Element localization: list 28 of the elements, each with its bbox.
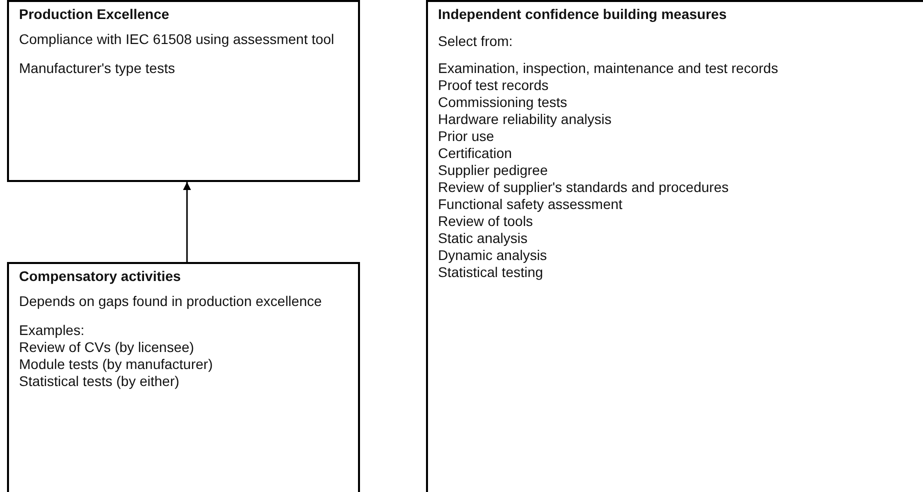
box-text: Statistical testing	[438, 264, 544, 281]
box-text: Supplier pedigree	[438, 162, 549, 179]
text-box	[426, 0, 923, 492]
box-text: Statistical tests (by either)	[19, 373, 180, 390]
box-text: Prior use	[438, 128, 496, 145]
box-text: Review of supplier's standards and procedures	[438, 179, 730, 196]
text-box	[7, 0, 360, 182]
box-text: Hardware reliability analysis	[438, 111, 613, 128]
box-text: Module tests (by manufacturer)	[19, 356, 214, 373]
box-text: Review of tools	[438, 213, 534, 230]
text-box	[7, 262, 360, 492]
box-text: Examination, inspection, maintenance and test records	[438, 60, 780, 77]
box-heading: Independent confidence building measures	[438, 6, 728, 23]
box-text: Certification	[438, 145, 513, 162]
arrow	[183, 182, 191, 262]
box-text: Examples:	[19, 322, 86, 339]
box-text: Select from:	[438, 33, 514, 50]
box-text: Proof test records	[438, 77, 550, 94]
box-text: Depends on gaps found in production excellence	[19, 293, 323, 310]
box-heading: Production Excellence	[19, 6, 170, 23]
box-text: Dynamic analysis	[438, 247, 548, 264]
box-text: Review of CVs (by licensee)	[19, 339, 196, 356]
box-text: Manufacturer's type tests	[19, 60, 176, 77]
box-text: Commissioning tests	[438, 94, 568, 111]
box-text: Compliance with IEC 61508 using assessment tool	[19, 31, 336, 48]
box-text: Functional safety assessment	[438, 196, 624, 213]
box-text: Static analysis	[438, 230, 528, 247]
box-heading: Compensatory activities	[19, 268, 182, 285]
